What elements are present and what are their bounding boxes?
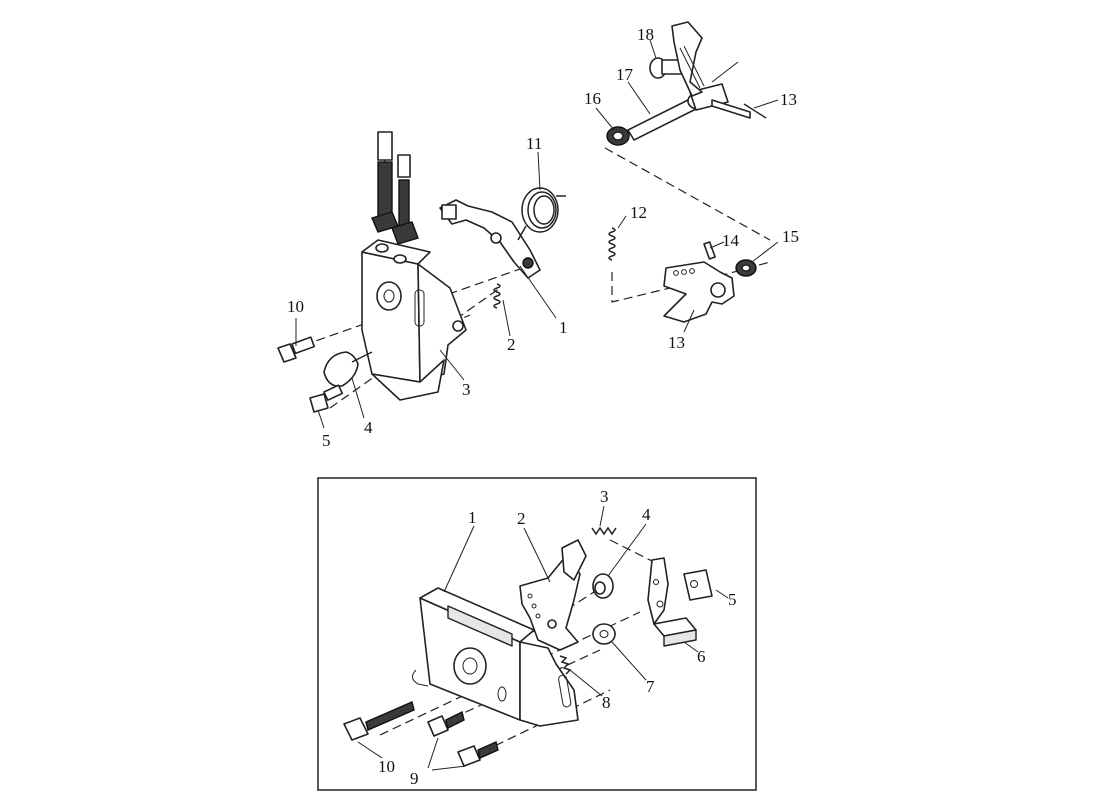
callout-6: 10 bbox=[287, 297, 304, 316]
lower-assembly: 1 2 3 4 5 6 7 8 9 10 bbox=[317, 477, 757, 791]
torsion-spring-part-10 bbox=[517, 187, 566, 241]
right-lever bbox=[647, 557, 669, 625]
block-part-6 bbox=[653, 617, 697, 647]
callout-lower-9: 9 bbox=[410, 769, 419, 788]
callout-lower-4: 4 bbox=[642, 505, 651, 524]
knob-part-4 bbox=[323, 351, 373, 388]
bracket-part-1 bbox=[412, 587, 579, 727]
callout-3: 3 bbox=[462, 380, 471, 399]
spring-part-2 bbox=[493, 283, 501, 309]
callout-10: 11 bbox=[526, 134, 542, 153]
lower-frame bbox=[317, 477, 757, 791]
callout-16: 17 bbox=[616, 65, 634, 84]
bolt-part-5 bbox=[309, 384, 344, 413]
leader-lines-lower bbox=[357, 505, 729, 771]
spring-part-11 bbox=[608, 227, 616, 261]
callout-lower-1: 1 bbox=[468, 508, 477, 527]
shaft-assembly bbox=[606, 21, 767, 146]
bolt-part-10 bbox=[343, 701, 415, 741]
callout-14: 15 bbox=[782, 227, 799, 246]
callout-lower-6: 6 bbox=[697, 647, 706, 666]
callout-lower-10: 10 bbox=[378, 757, 395, 776]
callout-lower-8: 8 bbox=[602, 693, 611, 712]
callout-lower-3: 3 bbox=[600, 487, 609, 506]
bushing-part-4 bbox=[592, 573, 614, 599]
callout-lower-5: 5 bbox=[728, 590, 737, 609]
lever-part-12 bbox=[663, 261, 735, 323]
upper-assembly: 10 1 2 3 4 5 11 12 13 13 14 15 16 17 18 bbox=[277, 21, 799, 450]
callouts-lower: 1 2 3 4 5 6 7 8 9 10 bbox=[378, 487, 737, 788]
callout-lower-2: 2 bbox=[517, 509, 526, 528]
leader-lines-upper bbox=[295, 39, 779, 429]
callout-17: 18 bbox=[637, 25, 654, 44]
callout-12: 13 bbox=[668, 333, 685, 352]
pin-and-washer-upper bbox=[703, 241, 757, 277]
callout-15: 16 bbox=[584, 89, 601, 108]
spring-part-3 bbox=[591, 526, 617, 536]
callouts-upper: 10 1 2 3 4 5 11 12 13 13 14 15 16 17 18 bbox=[287, 25, 799, 450]
callout-2: 2 bbox=[507, 335, 516, 354]
lever-plate-part-2 bbox=[519, 539, 587, 651]
callout-13-top: 13 bbox=[780, 90, 797, 109]
lever-part-1 bbox=[439, 199, 541, 279]
plate-part-5 bbox=[683, 569, 713, 601]
callout-lower-7: 7 bbox=[646, 677, 655, 696]
callout-13-lower: 14 bbox=[722, 231, 740, 250]
bracket-part-3 bbox=[361, 239, 467, 401]
bolts-part-9 bbox=[427, 710, 499, 767]
bolt-part-6 bbox=[277, 336, 316, 363]
top-bolts bbox=[371, 131, 419, 264]
callout-4: 4 bbox=[364, 418, 373, 437]
callout-11: 12 bbox=[630, 203, 647, 222]
callout-1: 1 bbox=[559, 318, 568, 337]
callout-5: 5 bbox=[322, 431, 331, 450]
washer-part-7 bbox=[592, 623, 616, 645]
